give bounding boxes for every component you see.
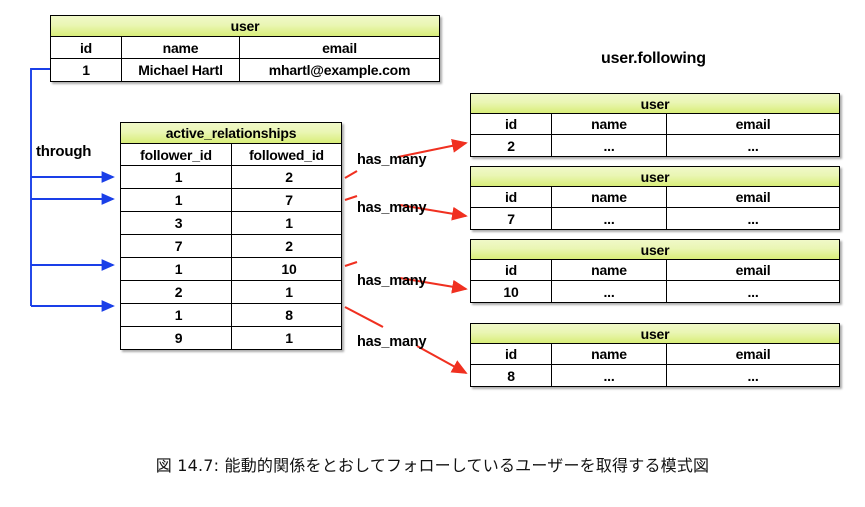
table-row: 2 1 (121, 280, 341, 303)
user-table-title: user (230, 18, 260, 34)
followed-user-table-title: user (640, 95, 670, 112)
followed-user-title-row: user (471, 324, 839, 343)
relationships-cell-follower-id: 1 (174, 192, 183, 208)
followed-user-cell-id: 7 (507, 210, 515, 227)
relationships-header-followed-id: followed_id (231, 144, 341, 165)
followed-user-table-1: user id name email 2 ... ... (470, 93, 840, 157)
has-many-label-3: has_many (357, 273, 427, 289)
followed-user-header-name: name (551, 114, 666, 134)
table-row: 1 7 (121, 188, 341, 211)
user-table-header-name: name (121, 37, 239, 58)
followed-user-table-title: user (640, 241, 670, 258)
followed-user-header-row: id name email (471, 113, 839, 134)
relationships-cell-followed-id: 8 (231, 304, 341, 326)
table-row: 3 1 (121, 211, 341, 234)
followed-user-header-row: id name email (471, 259, 839, 280)
followed-user-title-row: user (471, 167, 839, 186)
followed-user-table-title: user (640, 325, 670, 342)
followed-user-header-name: name (551, 260, 666, 280)
user-table-cell-email: mhartl@example.com (239, 59, 439, 81)
followed-user-table-3: user id name email 10 ... ... (470, 239, 840, 303)
table-row: 2 ... ... (471, 134, 839, 156)
relationships-cell-followed-id: 1 (231, 281, 341, 303)
user-table-header-id: id (79, 39, 93, 56)
user-table-title-row: user (51, 16, 439, 36)
followed-user-cell-email: ... (666, 281, 839, 302)
followed-user-header-name: name (551, 187, 666, 207)
followed-user-header-email: email (666, 260, 839, 280)
relationships-cell-follower-id: 9 (174, 330, 183, 346)
table-row: 7 2 (121, 234, 341, 257)
table-row: 1 8 (121, 303, 341, 326)
user-following-label: user.following (601, 50, 706, 67)
followed-user-cell-id: 8 (507, 367, 515, 384)
followed-user-title-row: user (471, 94, 839, 113)
relationships-cell-followed-id: 1 (231, 327, 341, 349)
table-row: 1 10 (121, 257, 341, 280)
table-row: 7 ... ... (471, 207, 839, 229)
followed-user-cell-name: ... (551, 365, 666, 386)
table-row: 9 1 (121, 326, 341, 349)
user-table-header-row: id name email (51, 36, 439, 58)
user-table-cell-id: 1 (82, 62, 90, 78)
followed-user-title-row: user (471, 240, 839, 259)
followed-user-header-id: id (504, 262, 518, 278)
followed-user-table-title: user (640, 168, 670, 185)
followed-user-header-row: id name email (471, 186, 839, 207)
active-relationships-table: active_relationships follower_id followe… (120, 122, 342, 350)
through-arrow-group (30, 68, 115, 312)
followed-user-header-email: email (666, 344, 839, 364)
relationships-cell-follower-id: 7 (174, 238, 183, 254)
relationships-cell-followed-id: 7 (231, 189, 341, 211)
followed-user-table-2: user id name email 7 ... ... (470, 166, 840, 230)
figure-caption: 図 14.7: 能動的関係をとおしてフォローしているユーザーを取得する模式図 (155, 456, 710, 475)
relationships-cell-follower-id: 1 (174, 307, 183, 323)
table-row: 10 ... ... (471, 280, 839, 302)
has-many-label-1: has_many (357, 152, 427, 168)
table-row: 1 2 (121, 165, 341, 188)
relationships-cell-follower-id: 2 (174, 284, 183, 300)
relationships-cell-follower-id: 3 (174, 215, 183, 231)
user-table-row: 1 Michael Hartl mhartl@example.com (51, 58, 439, 81)
relationships-header-follower-id: follower_id (140, 146, 212, 163)
followed-user-header-email: email (666, 114, 839, 134)
followed-user-header-email: email (666, 187, 839, 207)
relationships-title-row: active_relationships (121, 123, 341, 143)
followed-user-header-row: id name email (471, 343, 839, 364)
has-many-label-4: has_many (357, 334, 427, 350)
has-many-label-2: has_many (357, 200, 427, 216)
followed-user-cell-id: 10 (503, 283, 519, 300)
table-row: 8 ... ... (471, 364, 839, 386)
followed-user-header-id: id (504, 346, 518, 362)
relationships-cell-followed-id: 2 (231, 166, 341, 188)
followed-user-cell-email: ... (666, 365, 839, 386)
user-table-cell-name: Michael Hartl (121, 59, 239, 81)
relationships-cell-followed-id: 1 (231, 212, 341, 234)
relationships-cell-follower-id: 1 (174, 261, 183, 277)
user-table: user id name email 1 Michael Hartl mhart… (50, 15, 440, 82)
followed-user-cell-name: ... (551, 208, 666, 229)
relationships-header-row: follower_id followed_id (121, 143, 341, 165)
followed-user-cell-name: ... (551, 135, 666, 156)
followed-user-header-id: id (504, 116, 518, 132)
followed-user-cell-email: ... (666, 135, 839, 156)
followed-user-header-id: id (504, 189, 518, 205)
relationships-cell-followed-id: 2 (231, 235, 341, 257)
followed-user-cell-name: ... (551, 281, 666, 302)
through-label: through (36, 143, 92, 160)
followed-user-cell-email: ... (666, 208, 839, 229)
followed-user-cell-id: 2 (507, 137, 515, 154)
followed-user-table-4: user id name email 8 ... ... (470, 323, 840, 387)
followed-user-header-name: name (551, 344, 666, 364)
relationships-cell-follower-id: 1 (174, 169, 183, 185)
relationships-cell-followed-id: 10 (231, 258, 341, 280)
relationships-table-title: active_relationships (165, 125, 297, 141)
user-table-header-email: email (239, 37, 439, 58)
